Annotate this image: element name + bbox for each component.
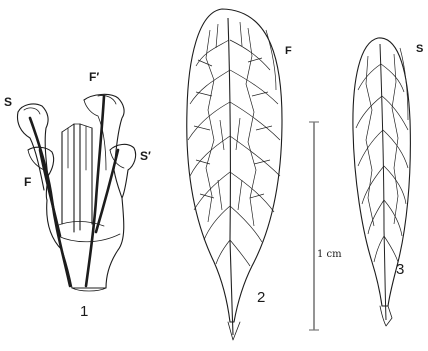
label-f-prime: F′ bbox=[89, 70, 99, 84]
figure-2-leaf-drawing bbox=[187, 9, 282, 340]
figure-3-leaf-drawing bbox=[353, 38, 410, 326]
figure-2-number: 2 bbox=[257, 289, 265, 306]
label-s-prime: S′ bbox=[140, 149, 151, 163]
figure-3-number: 3 bbox=[396, 261, 404, 278]
label-f: F bbox=[24, 175, 31, 189]
figure-3-letter: S bbox=[416, 43, 423, 55]
figure-1-number: 1 bbox=[80, 303, 88, 320]
label-s: S bbox=[4, 95, 12, 109]
scale-bar-label: 1 cm bbox=[317, 249, 342, 260]
scale-bar bbox=[309, 122, 319, 330]
figure-2-letter: F bbox=[285, 45, 292, 57]
figure-1-corolla-drawing bbox=[18, 94, 136, 291]
